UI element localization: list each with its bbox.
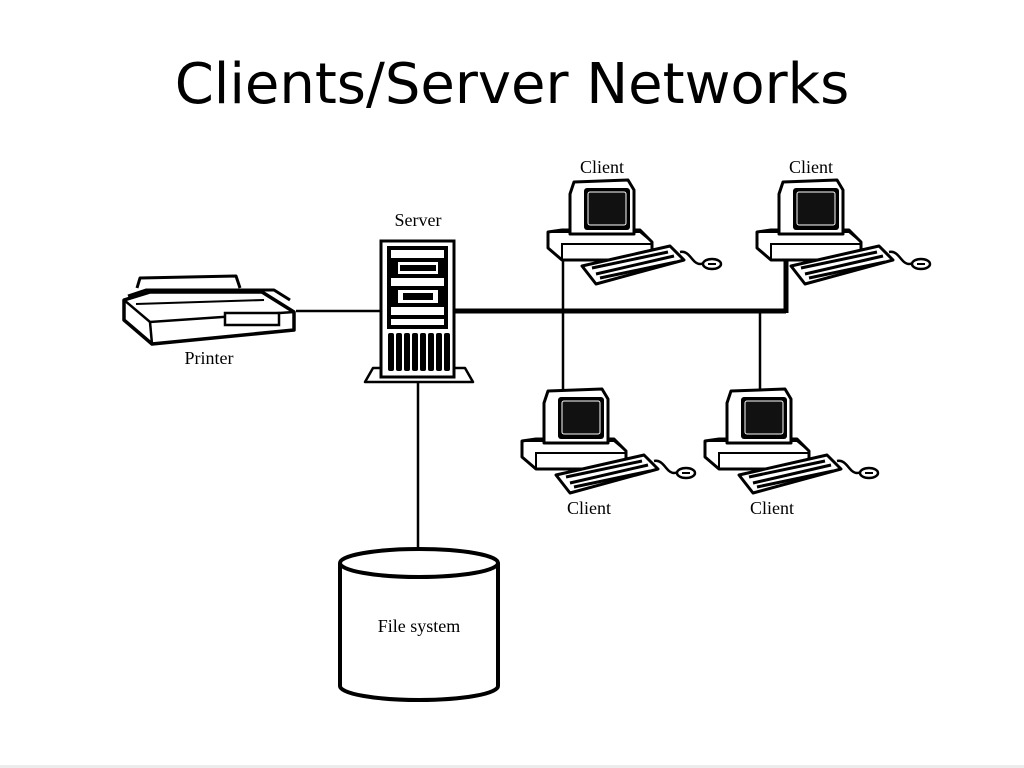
bottom-divider	[0, 765, 1024, 768]
client-top-left-label: Client	[580, 157, 624, 177]
client-bottom-left-icon	[520, 387, 697, 495]
server-label: Server	[395, 210, 442, 230]
client-bottom-right-icon	[703, 387, 880, 495]
printer-label: Printer	[185, 348, 234, 368]
client-bottom-left-label: Client	[567, 498, 611, 518]
client-top-right-label: Client	[789, 157, 833, 177]
network-links	[296, 246, 789, 549]
client-bottom-right-label: Client	[750, 498, 794, 518]
server-icon	[363, 239, 475, 384]
client-top-left-icon	[546, 178, 723, 286]
slide-title: Clients/Server Networks	[174, 52, 850, 117]
printer-icon	[122, 274, 296, 346]
client-top-right-icon	[755, 178, 932, 286]
file-system-label: File system	[378, 616, 461, 636]
file-system-icon	[338, 547, 500, 702]
